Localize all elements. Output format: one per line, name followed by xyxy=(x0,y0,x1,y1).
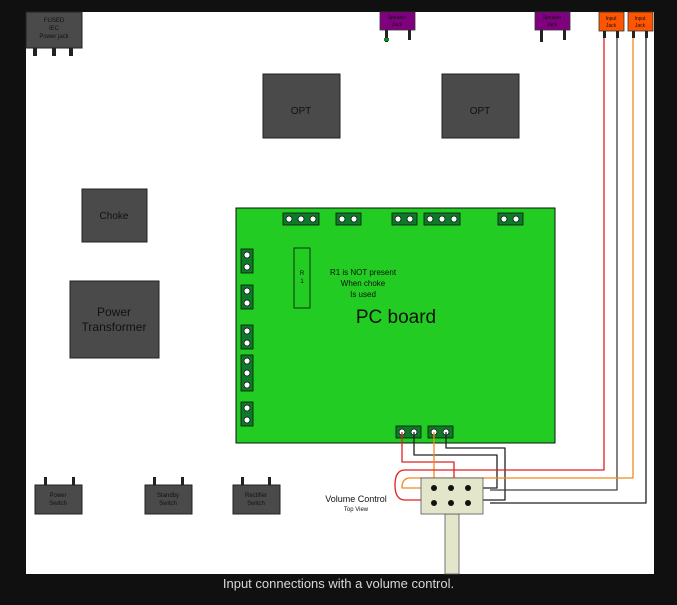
r1-note-line-3: Is used xyxy=(350,290,376,299)
power-jack: FUSED IEC Power jack xyxy=(25,11,83,56)
speaker-jack-2: Speaker Jack xyxy=(534,11,571,42)
standby-switch-label-2: Switch xyxy=(159,501,177,507)
terminal-block-bottom-2 xyxy=(427,425,454,439)
terminal-block-left-3 xyxy=(240,324,254,350)
power-switch: Power Switch xyxy=(34,477,83,515)
power-jack-label-3: Power jack xyxy=(39,34,69,40)
power-transformer-label-2: Transformer xyxy=(82,320,147,334)
terminal-block-top-5 xyxy=(497,212,524,226)
volume-control-label: Volume Control xyxy=(325,494,387,504)
opt-left-label: OPT xyxy=(291,106,312,117)
terminal-block-top-1 xyxy=(282,212,320,226)
choke: Choke xyxy=(81,188,148,243)
terminal-block-left-2 xyxy=(240,284,254,310)
pot-lug-6 xyxy=(465,500,471,506)
power-jack-label-1: FUSED xyxy=(44,18,65,24)
standby-switch-label-1: Standby xyxy=(157,493,179,499)
wire-red-input xyxy=(394,38,605,501)
opt-left: OPT xyxy=(262,73,341,139)
terminal-block-left-1 xyxy=(240,248,254,274)
volume-pot xyxy=(420,477,484,575)
wire-orange-input xyxy=(401,38,634,489)
pc-board-label: PC board xyxy=(356,307,436,328)
terminal-block-top-2 xyxy=(335,212,362,226)
speaker-jack-1-label-1: Speaker xyxy=(388,15,407,21)
speaker-jack-1: Speaker Jack xyxy=(379,11,416,42)
opt-right: OPT xyxy=(441,73,520,139)
pot-lug-2 xyxy=(448,485,454,491)
wires xyxy=(394,38,647,504)
wire-black-input-1 xyxy=(490,38,618,491)
figure-caption: Input connections with a volume control. xyxy=(222,576,455,591)
standby-switch: Standby Switch xyxy=(144,477,193,515)
pot-lug-1 xyxy=(431,485,437,491)
pc-board: R 1 R1 is NOT present When choke Is used… xyxy=(235,207,556,444)
rectifier-switch-label-1: Rectifier xyxy=(245,493,267,499)
terminal-block-bottom-1 xyxy=(395,425,422,439)
input-jack-2-label-2: Jack xyxy=(635,23,646,29)
power-switch-label-2: Switch xyxy=(49,501,67,507)
input-jack-1-label-2: Jack xyxy=(606,23,617,29)
speaker-jack-1-label-2: Jack xyxy=(392,22,403,28)
pot-lug-4 xyxy=(431,500,437,506)
pot-lug-3 xyxy=(465,485,471,491)
resistor-r1-label-2: 1 xyxy=(300,279,304,285)
resistor-r1-label-1: R xyxy=(300,271,305,277)
input-jack-1-label-1: Input xyxy=(605,16,617,22)
input-jack-2: Input Jack xyxy=(627,11,654,38)
rectifier-switch: Rectifier Switch xyxy=(232,477,281,515)
wire-black-input-2 xyxy=(490,38,647,504)
input-jack-1: Input Jack xyxy=(598,11,625,38)
terminal-block-top-4 xyxy=(423,212,461,226)
r1-note-line-2: When choke xyxy=(341,279,386,288)
pot-lug-5 xyxy=(448,500,454,506)
opt-right-label: OPT xyxy=(470,106,491,117)
power-transformer: Power Transformer xyxy=(69,280,160,359)
speaker-jack-2-label-2: Jack xyxy=(547,22,558,28)
power-transformer-label-1: Power xyxy=(97,305,131,319)
resistor-r1: R 1 xyxy=(293,247,311,309)
terminal-block-left-5 xyxy=(240,401,254,427)
r1-note-line-1: R1 is NOT present xyxy=(330,268,397,277)
terminal-block-top-3 xyxy=(391,212,418,226)
choke-label: Choke xyxy=(100,211,129,222)
volume-control-top-view: Top View xyxy=(344,507,369,513)
power-jack-label-2: IEC xyxy=(49,26,60,32)
input-jack-2-label-1: Input xyxy=(634,16,646,22)
rectifier-switch-label-2: Switch xyxy=(247,501,265,507)
power-switch-label-1: Power xyxy=(49,493,66,499)
terminal-block-left-4 xyxy=(240,354,254,392)
speaker-jack-2-label-1: Speaker xyxy=(543,15,562,21)
wire-black-pcb-2 xyxy=(445,432,506,501)
